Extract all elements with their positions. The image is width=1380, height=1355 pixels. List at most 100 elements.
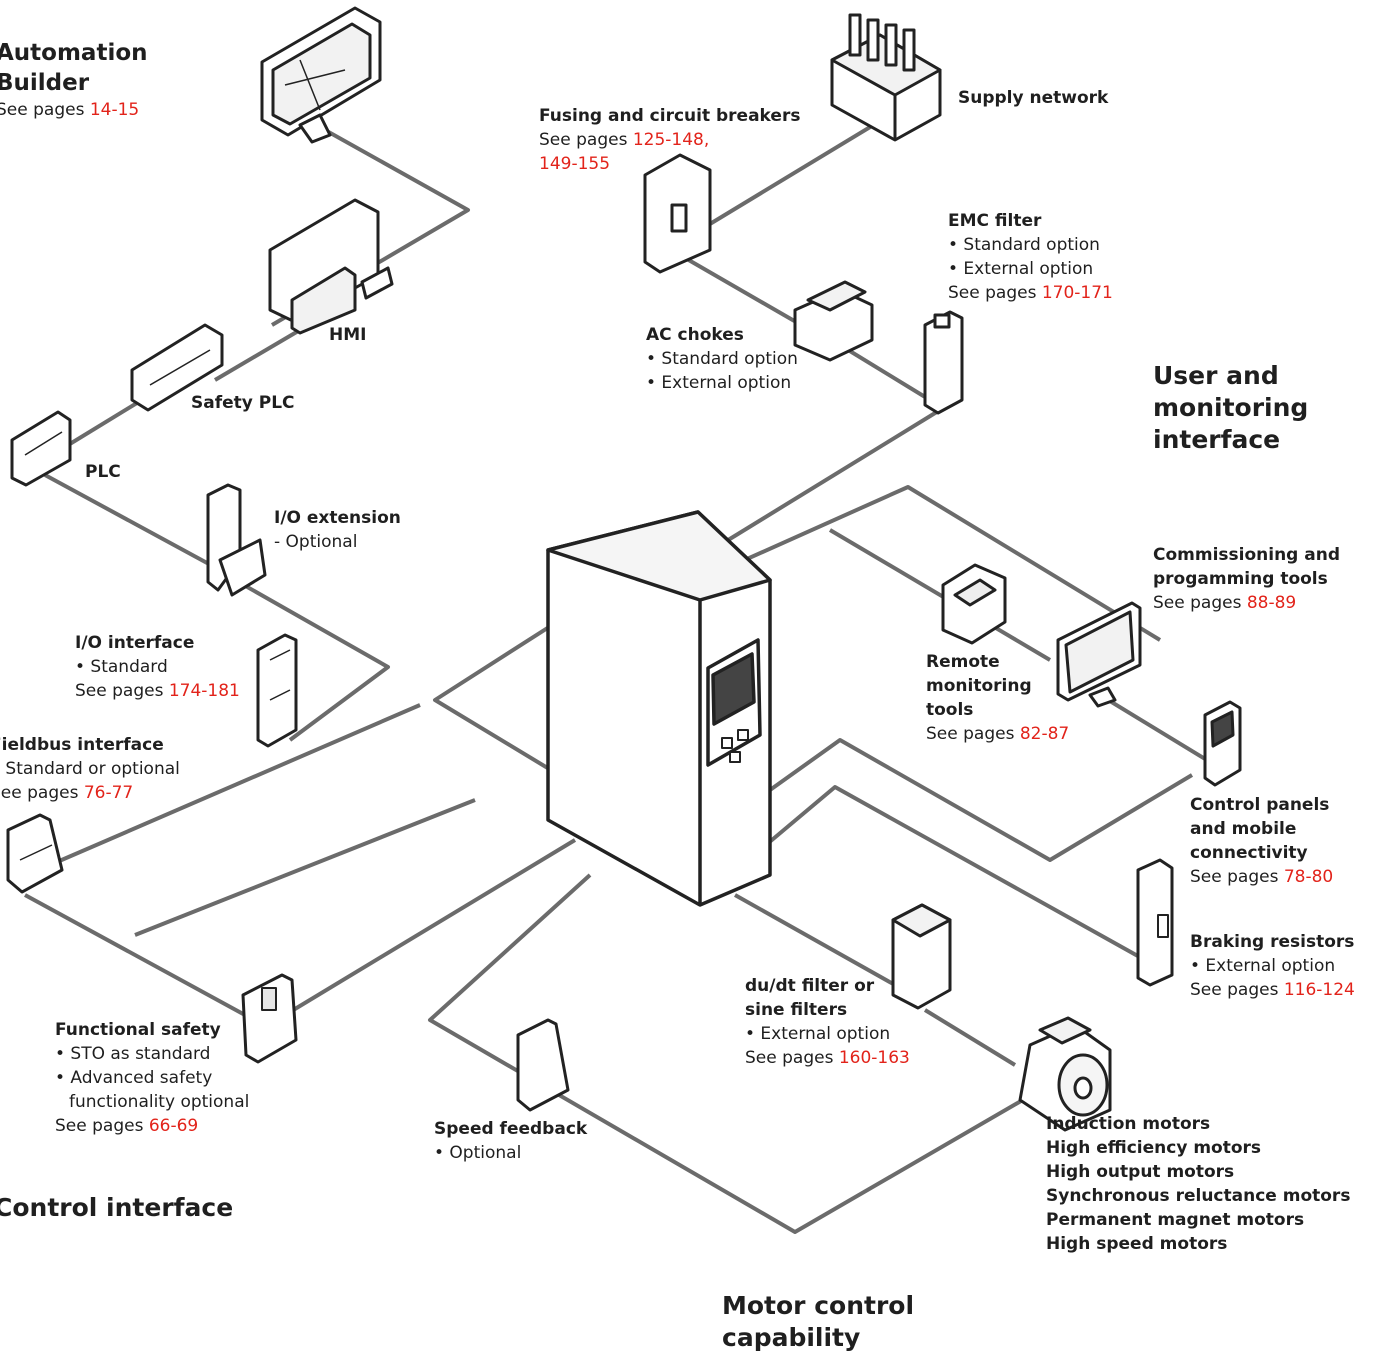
dudt-filter-title-1: du/dt filter or	[745, 976, 875, 996]
fieldbus-title: Fieldbus interface	[0, 735, 164, 755]
control-panels-pages[interactable]: 78-80	[1283, 867, 1334, 887]
braking-resistors-pages[interactable]: 116-124	[1283, 980, 1355, 1000]
plc-title: PLC	[85, 462, 121, 482]
dudt-filter-pages[interactable]: 160-163	[838, 1048, 910, 1068]
functional-safety-item-3: functionality optional	[69, 1092, 250, 1112]
emc-filter-pages-prefix: See pages	[948, 283, 1042, 303]
line-remote-tools	[828, 528, 1052, 662]
braking-resistors-title: Braking resistors	[1190, 932, 1355, 952]
commissioning-pages-prefix: See pages	[1153, 593, 1247, 613]
motor-type-3: High output motors	[1046, 1162, 1235, 1182]
label-io-extension: I/O extension - Optional	[274, 506, 401, 554]
fieldbus-item-1: • Standard or optional	[0, 759, 180, 779]
label-fieldbus: Fieldbus interface • Standard or optiona…	[0, 733, 180, 805]
supply-network-title: Supply network	[958, 88, 1109, 108]
automation-builder-pages-prefix: See pages	[0, 100, 90, 120]
label-commissioning: Commissioning and progamming tools See p…	[1153, 543, 1340, 615]
commissioning-title-1: Commissioning and	[1153, 545, 1341, 565]
io-interface-title: I/O interface	[75, 633, 195, 653]
plc-icon	[10, 410, 72, 487]
line-safety-plc-plc	[58, 393, 152, 452]
emc-filter-item-2: • External option	[948, 259, 1094, 279]
section-user-line-2: monitoring	[1153, 393, 1309, 422]
control-panels-title-1: Control panels	[1190, 795, 1330, 815]
line-fieldbus-lower	[134, 798, 476, 937]
automation-builder-pages[interactable]: 14-15	[89, 100, 140, 120]
fusing-pages-2[interactable]: 149-155	[539, 154, 611, 174]
fusing-pages-prefix: See pages	[539, 130, 633, 150]
supply-network-icon	[830, 13, 942, 142]
section-motor-control: Motor control capability	[722, 1290, 914, 1354]
control-panel-icon	[1203, 700, 1242, 787]
line-dudt-motor	[923, 1008, 1017, 1067]
label-safety-plc: Safety PLC	[191, 391, 295, 415]
remote-monitoring-pages[interactable]: 82-87	[1019, 724, 1070, 744]
control-panels-title-3: connectivity	[1190, 843, 1308, 863]
braking-resistors-item-1: • External option	[1190, 956, 1336, 976]
label-motors: Induction motors High efficiency motors …	[1046, 1112, 1350, 1256]
commissioning-monitor-icon	[1056, 601, 1142, 708]
io-interface-pages[interactable]: 174-181	[168, 681, 240, 701]
line-emc-drive	[718, 408, 942, 547]
automation-builder-monitor-icon	[260, 6, 382, 144]
motor-type-5: Permanent magnet motors	[1046, 1210, 1305, 1230]
braking-resistor-icon	[1136, 858, 1174, 987]
ac-chokes-title: AC chokes	[646, 325, 744, 345]
label-dudt-filter: du/dt filter or sine filters • External …	[745, 974, 910, 1070]
line-user-lower-loop	[768, 738, 1194, 862]
remote-monitoring-pages-prefix: See pages	[926, 724, 1020, 744]
section-user-line-3: interface	[1153, 425, 1281, 454]
line-plc-io-ext	[44, 473, 221, 572]
label-io-interface: I/O interface • Standard See pages 174-1…	[75, 631, 240, 703]
functional-safety-title: Functional safety	[55, 1020, 221, 1040]
safety-plc-title: Safety PLC	[191, 393, 295, 413]
ac-chokes-item-1: • Standard option	[646, 349, 798, 369]
speed-feedback-title: Speed feedback	[434, 1119, 588, 1139]
emc-filter-icon	[923, 310, 964, 415]
io-extension-icon	[206, 483, 267, 597]
functional-safety-icon	[241, 973, 298, 1064]
label-braking-resistors: Braking resistors • External option See …	[1190, 930, 1355, 1002]
fieldbus-pages-prefix: See pages	[0, 783, 79, 803]
functional-safety-item-2: • Advanced safety	[55, 1068, 213, 1088]
drive-cabinet-icon	[546, 510, 772, 907]
fusing-pages-1[interactable]: 125-148,	[632, 130, 710, 150]
commissioning-title-2: progamming tools	[1153, 569, 1328, 589]
line-drive-dudt	[734, 893, 896, 987]
emc-filter-pages[interactable]: 170-171	[1041, 283, 1113, 303]
commissioning-pages[interactable]: 88-89	[1246, 593, 1297, 613]
control-panels-title-2: and mobile	[1190, 819, 1297, 839]
line-fieldbus-safety	[24, 893, 246, 1017]
line-io-ext-io-interface	[234, 578, 390, 742]
control-panels-pages-prefix: See pages	[1190, 867, 1284, 887]
hmi-icon	[268, 198, 394, 335]
remote-monitoring-title-1: Remote	[926, 652, 1000, 672]
connection-lines	[24, 113, 1217, 1234]
functional-safety-item-1: • STO as standard	[55, 1044, 211, 1064]
io-interface-item-1: • Standard	[75, 657, 168, 677]
automation-builder-title-2: Builder	[0, 70, 90, 96]
dudt-filter-item-1: • External option	[745, 1024, 891, 1044]
functional-safety-pages-prefix: See pages	[55, 1116, 149, 1136]
functional-safety-pages[interactable]: 66-69	[148, 1116, 199, 1136]
line-safety-drive	[283, 838, 577, 1017]
ac-chokes-item-2: • External option	[646, 373, 792, 393]
label-supply-network: Supply network	[958, 86, 1108, 110]
line-fusing-ac-chokes	[679, 253, 811, 332]
remote-monitoring-title-3: tools	[926, 700, 974, 720]
line-to-control-panel	[1098, 693, 1217, 767]
motor-type-6: High speed motors	[1046, 1234, 1228, 1254]
io-extension-item-1: - Optional	[274, 532, 358, 552]
label-fusing: Fusing and circuit breakers See pages 12…	[539, 104, 800, 176]
io-extension-title: I/O extension	[274, 508, 401, 528]
label-automation-builder: Automation Builder See pages 14-15	[0, 38, 148, 122]
label-emc-filter: EMC filter • Standard option • External …	[948, 209, 1113, 305]
fieldbus-pages[interactable]: 76-77	[83, 783, 134, 803]
motor-type-2: High efficiency motors	[1046, 1138, 1262, 1158]
line-ac-chokes-emc	[838, 343, 932, 402]
line-motor-loop	[428, 873, 1042, 1234]
dudt-filter-icon	[891, 903, 952, 1010]
section-motor-line-1: Motor control	[722, 1291, 915, 1320]
automation-builder-title-1: Automation	[0, 40, 148, 66]
